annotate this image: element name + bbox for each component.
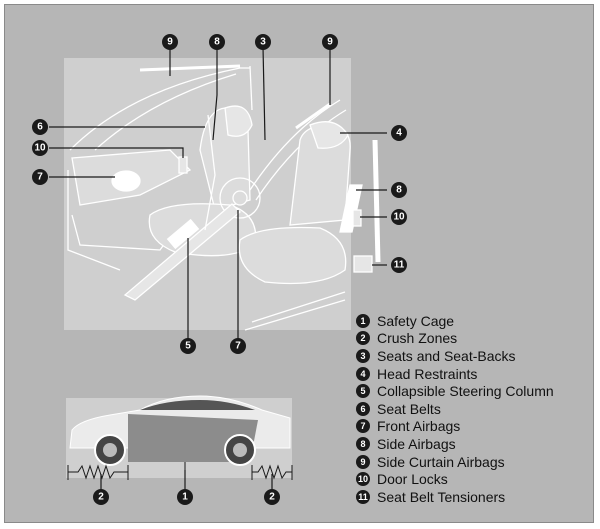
legend-label: Front Airbags <box>377 418 461 435</box>
legend-item: 5 Collapsible Steering Column <box>356 382 592 400</box>
svg-text:6: 6 <box>37 122 43 133</box>
callout-1: 1 <box>177 489 193 505</box>
legend-item: 10 Door Locks <box>356 470 592 488</box>
legend-item: 9 Side Curtain Airbags <box>356 453 592 471</box>
legend-number: 6 <box>356 401 370 416</box>
legend-label: Crush Zones <box>377 330 458 347</box>
legend-number: 11 <box>356 489 370 504</box>
legend-label: Collapsible Steering Column <box>377 383 554 400</box>
legend-item: 1 Safety Cage <box>356 312 592 330</box>
legend-label: Side Curtain Airbags <box>377 453 505 470</box>
svg-text:3: 3 <box>260 37 266 48</box>
legend: 1 Safety Cage 2 Crush Zones 3 Seats and Sea… <box>356 312 592 506</box>
legend-item: 7 Front Airbags <box>356 418 592 436</box>
svg-text:10: 10 <box>34 143 46 154</box>
callout-9-top-right: 9 <box>322 34 338 50</box>
legend-number: 5 <box>356 384 370 399</box>
callout-10-left: 10 <box>32 140 48 156</box>
callout-7-left: 7 <box>32 169 48 185</box>
car-exterior-drawing <box>69 395 291 466</box>
legend-label: Seat Belts <box>377 400 441 417</box>
legend-label: Door Locks <box>377 471 448 488</box>
callout-5: 5 <box>180 338 196 354</box>
legend-number: 1 <box>356 313 370 328</box>
legend-label: Seat Belt Tensioners <box>377 488 506 505</box>
legend-label: Seats and Seat-Backs <box>377 347 516 364</box>
car-interior-drawing <box>67 64 381 331</box>
legend-number: 4 <box>356 366 370 381</box>
svg-text:7: 7 <box>37 172 43 183</box>
legend-number: 2 <box>356 331 370 346</box>
legend-item: 11 Seat Belt Tensioners <box>356 488 592 506</box>
svg-text:9: 9 <box>167 37 173 48</box>
callout-2-right: 2 <box>264 489 280 505</box>
svg-text:11: 11 <box>394 260 405 271</box>
legend-item: 6 Seat Belts <box>356 400 592 418</box>
svg-text:8: 8 <box>214 37 220 48</box>
callout-7-bottom: 7 <box>230 338 246 354</box>
legend-number: 7 <box>356 419 370 434</box>
callout-8-top: 8 <box>209 34 225 50</box>
callout-4: 4 <box>391 125 407 141</box>
callout-3: 3 <box>255 34 271 50</box>
svg-text:10: 10 <box>393 212 405 223</box>
svg-text:8: 8 <box>396 185 402 196</box>
svg-text:2: 2 <box>269 492 275 503</box>
svg-text:7: 7 <box>235 341 241 352</box>
svg-text:9: 9 <box>327 37 333 48</box>
legend-label: Head Restraints <box>377 365 478 382</box>
callout-9-top-left: 9 <box>162 34 178 50</box>
legend-item: 2 Crush Zones <box>356 330 592 348</box>
legend-label: Side Airbags <box>377 435 456 452</box>
svg-text:4: 4 <box>396 128 402 139</box>
legend-number: 3 <box>356 348 370 363</box>
callout-10-right: 10 <box>391 209 407 225</box>
legend-item: 4 Head Restraints <box>356 365 592 383</box>
legend-number: 8 <box>356 436 370 451</box>
legend-number: 10 <box>356 472 370 487</box>
legend-number: 9 <box>356 454 370 469</box>
leader-lines <box>49 46 387 491</box>
callout-2-left: 2 <box>93 489 109 505</box>
legend-label: Safety Cage <box>377 312 455 329</box>
callout-11: 11 <box>391 257 407 273</box>
legend-item: 3 Seats and Seat-Backs <box>356 347 592 365</box>
svg-text:5: 5 <box>185 341 191 352</box>
svg-text:1: 1 <box>182 492 188 503</box>
callout-8-right: 8 <box>391 182 407 198</box>
callout-6: 6 <box>32 119 48 135</box>
svg-text:2: 2 <box>98 492 104 503</box>
legend-item: 8 Side Airbags <box>356 435 592 453</box>
